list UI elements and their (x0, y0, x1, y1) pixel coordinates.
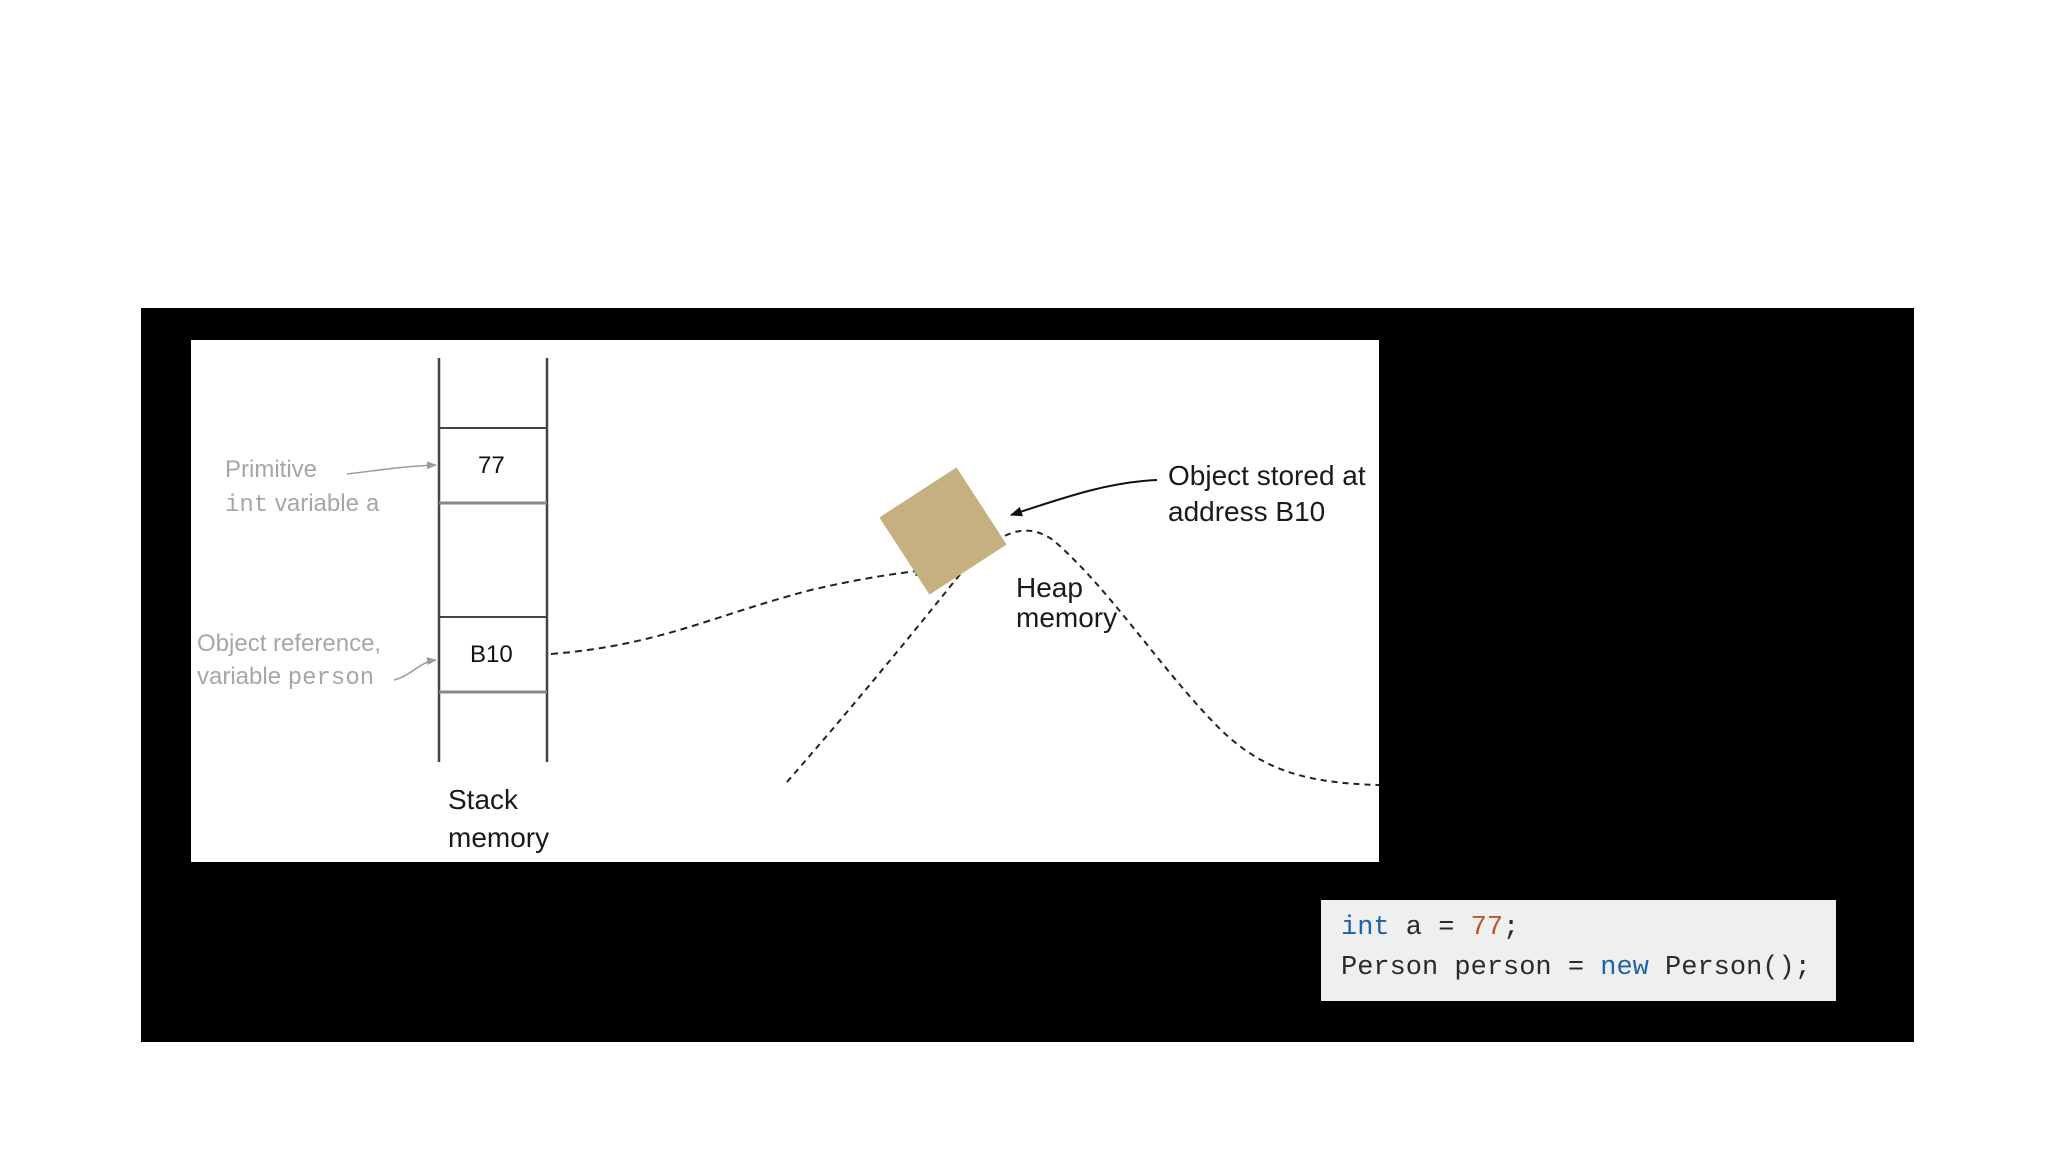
primitive-pointer-arrow (346, 461, 437, 475)
reference-annotation-line2: variable person (197, 665, 374, 691)
heap-memory-label-line2: memory (1016, 602, 1118, 633)
stack-cell-primitive: 77 (478, 452, 505, 479)
code-snippet: int a = 77; Person person = new Person()… (1321, 900, 1836, 1001)
code-line1-end: ; (1503, 913, 1520, 943)
heap-memory-curve (786, 529, 1379, 786)
heap-memory-label-line1: Heap (1016, 572, 1083, 603)
primitive-variable-name: a (365, 492, 381, 519)
code-new-keyword: new (1600, 953, 1649, 983)
code-line2-constructor: Person(); (1648, 953, 1811, 983)
reference-pointer-arrow (393, 657, 437, 681)
code-int-keyword: int (1341, 913, 1390, 943)
heap-object-square (879, 467, 1007, 595)
object-note-line1: Object stored at (1168, 460, 1366, 491)
stack-memory-label-line2: memory (448, 822, 550, 853)
code-line-1: int a = 77; (1341, 908, 1836, 948)
code-line2-declaration: Person person = (1341, 953, 1601, 983)
primitive-annotation-line1: Primitive (225, 456, 318, 483)
stack-memory-label-line1: Stack (448, 784, 519, 815)
reference-variable-name: person (287, 665, 375, 692)
code-line1-assign: a = (1389, 913, 1471, 943)
reference-annotation-line1: Object reference, (197, 630, 382, 657)
code-line-2: Person person = new Person(); (1341, 948, 1836, 988)
primitive-variable-text: variable (268, 490, 366, 517)
object-note-line2: address B10 (1168, 496, 1326, 527)
reference-variable-text: variable (197, 663, 288, 690)
memory-diagram: 77 B10 Stack memory Primitive int variab… (191, 340, 1379, 862)
code-number-literal: 77 (1470, 913, 1504, 943)
object-note-arrow (1010, 479, 1158, 517)
stack-cell-reference: B10 (470, 641, 513, 668)
reference-dashed-arrow (550, 566, 927, 655)
diagram-graphics (346, 358, 1379, 786)
primitive-type-code: int (225, 492, 269, 519)
primitive-annotation-line2: int variable a (225, 492, 380, 518)
